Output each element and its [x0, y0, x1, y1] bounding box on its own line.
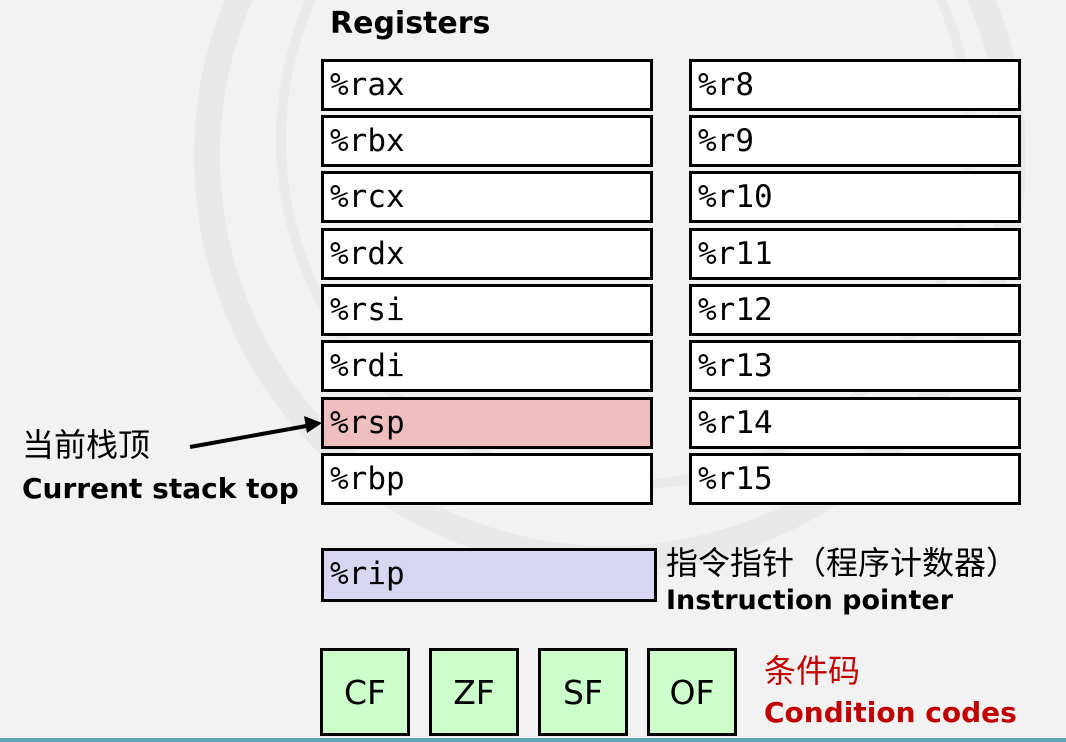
- flag-zf: ZF: [429, 648, 519, 736]
- register-rbx: %rbx: [321, 115, 653, 167]
- condition-codes-label-en: Condition codes: [764, 696, 1017, 729]
- register-r9: %r9: [689, 115, 1021, 167]
- register-r14: %r14: [689, 397, 1021, 449]
- flag-sf: SF: [538, 648, 628, 736]
- register-rbp: %rbp: [321, 453, 653, 505]
- flag-cf: CF: [320, 648, 410, 736]
- register-r11: %r11: [689, 228, 1021, 280]
- stack-top-label-en: Current stack top: [22, 472, 299, 505]
- register-rax: %rax: [321, 59, 653, 111]
- register-rdi: %rdi: [321, 340, 653, 392]
- register-rdx: %rdx: [321, 228, 653, 280]
- register-rcx: %rcx: [321, 171, 653, 223]
- register-r13: %r13: [689, 340, 1021, 392]
- register-r12: %r12: [689, 284, 1021, 336]
- instruction-pointer-label-cn: 指令指针（程序计数器）: [666, 544, 1019, 582]
- register-rip: %rip: [321, 548, 657, 602]
- register-r10: %r10: [689, 171, 1021, 223]
- registers-heading: Registers: [330, 6, 491, 41]
- condition-codes-label-cn: 条件码: [764, 652, 861, 690]
- register-rsi: %rsi: [321, 284, 653, 336]
- flag-of: OF: [647, 648, 737, 736]
- instruction-pointer-label-en: Instruction pointer: [666, 585, 954, 616]
- register-rsp: %rsp: [321, 397, 653, 449]
- register-r15: %r15: [689, 453, 1021, 505]
- stack-top-label-cn: 当前栈顶: [22, 426, 151, 464]
- bottom-accent-line: [0, 738, 1066, 742]
- register-r8: %r8: [689, 59, 1021, 111]
